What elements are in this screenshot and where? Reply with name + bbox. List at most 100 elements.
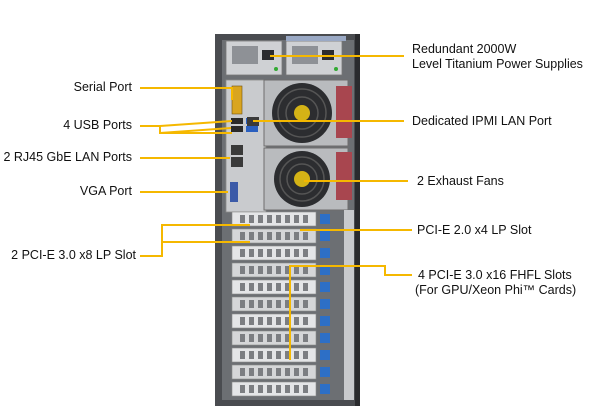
slot-vent <box>240 215 245 223</box>
slot-vent <box>276 283 281 291</box>
right-vent-strip <box>344 210 354 400</box>
slot-vent <box>249 215 254 223</box>
slot-vent <box>249 351 254 359</box>
slot-latch <box>320 214 330 224</box>
slot-vent <box>240 266 245 274</box>
slot-vent <box>249 283 254 291</box>
slot-vent <box>267 385 272 393</box>
slot-vent <box>267 368 272 376</box>
slot-vent <box>303 368 308 376</box>
slot-vent <box>240 368 245 376</box>
callout-leader-line <box>161 241 250 256</box>
slot-vent <box>294 368 299 376</box>
callout-pcie-x16-line1: 4 PCI-E 3.0 x16 FHFL Slots <box>418 268 572 282</box>
slot-vent <box>258 283 263 291</box>
slot-vent <box>276 266 281 274</box>
slot-vent <box>249 334 254 342</box>
slot-vent <box>249 300 254 308</box>
slot-vent <box>294 300 299 308</box>
usb-port-2 <box>231 126 243 132</box>
callout-pcie-x16-line2: (For GPU/Xeon Phi™ Cards) <box>415 283 577 297</box>
slot-vent <box>258 317 263 325</box>
slot-vent <box>240 334 245 342</box>
callout-vga-port: VGA Port <box>79 184 132 198</box>
slot-vent <box>258 232 263 240</box>
slot-vent <box>267 351 272 359</box>
slot-vent <box>294 351 299 359</box>
callout-leader-line <box>140 125 232 134</box>
slot-vent <box>267 249 272 257</box>
chassis-side-shadow <box>355 34 360 406</box>
slot-vent <box>303 351 308 359</box>
callout-rj45-ports: 2 RJ45 GbE LAN Ports <box>3 150 132 164</box>
callout-leader-line <box>159 127 232 134</box>
slot-vent <box>276 334 281 342</box>
slot-latch <box>320 333 330 343</box>
slot-vent <box>258 300 263 308</box>
slot-vent <box>285 232 290 240</box>
callout-usb-ports: 4 USB Ports <box>63 118 132 132</box>
slot-vent <box>267 317 272 325</box>
callout-leader-line <box>140 224 250 257</box>
slot-vent <box>258 351 263 359</box>
slot-vent <box>303 317 308 325</box>
slot-vent <box>276 215 281 223</box>
slot-vent <box>267 300 272 308</box>
slot-vent <box>294 317 299 325</box>
slot-vent <box>294 215 299 223</box>
io-panel <box>225 79 267 213</box>
power-supply-bays <box>225 36 346 76</box>
slot-vent <box>303 266 308 274</box>
slot-latch <box>320 367 330 377</box>
slot-vent <box>294 334 299 342</box>
slot-vent <box>303 300 308 308</box>
slot-vent <box>276 368 281 376</box>
slot-vent <box>258 215 263 223</box>
slot-vent <box>258 249 263 257</box>
slot-vent <box>285 368 290 376</box>
usb-port-1 <box>231 118 243 124</box>
expansion-slots <box>231 211 330 397</box>
slot-vent <box>240 351 245 359</box>
slot-vent <box>285 215 290 223</box>
slot-vent <box>276 351 281 359</box>
slot-vent <box>303 334 308 342</box>
slot-latch <box>320 265 330 275</box>
slot-vent <box>294 385 299 393</box>
callout-serial-port: Serial Port <box>73 80 132 94</box>
rj45-port-1 <box>231 145 243 155</box>
slot-vent <box>285 283 290 291</box>
slot-vent <box>249 249 254 257</box>
slot-vent <box>249 368 254 376</box>
slot-vent <box>294 232 299 240</box>
slot-vent <box>303 283 308 291</box>
slot-vent <box>240 317 245 325</box>
callout-ipmi-port: Dedicated IPMI LAN Port <box>412 114 552 128</box>
slot-vent <box>285 351 290 359</box>
slot-vent <box>249 266 254 274</box>
slot-vent <box>285 385 290 393</box>
slot-vent <box>285 249 290 257</box>
slot-vent <box>267 334 272 342</box>
slot-vent <box>240 283 245 291</box>
slot-vent <box>240 249 245 257</box>
slot-vent <box>303 385 308 393</box>
callout-leader-line <box>140 87 233 100</box>
exhaust-fan-bottom <box>263 147 352 211</box>
slot-vent <box>249 232 254 240</box>
rj45-port-2 <box>231 157 243 167</box>
slot-vent <box>285 334 290 342</box>
vga-port <box>230 182 238 202</box>
slot-vent <box>276 385 281 393</box>
slot-vent <box>285 266 290 274</box>
slot-vent <box>276 249 281 257</box>
slot-vent <box>240 300 245 308</box>
slot-vent <box>285 317 290 325</box>
slot-vent <box>294 283 299 291</box>
exhaust-fan-top <box>263 79 352 147</box>
slot-vent <box>276 317 281 325</box>
usb-port-4 <box>246 126 258 132</box>
